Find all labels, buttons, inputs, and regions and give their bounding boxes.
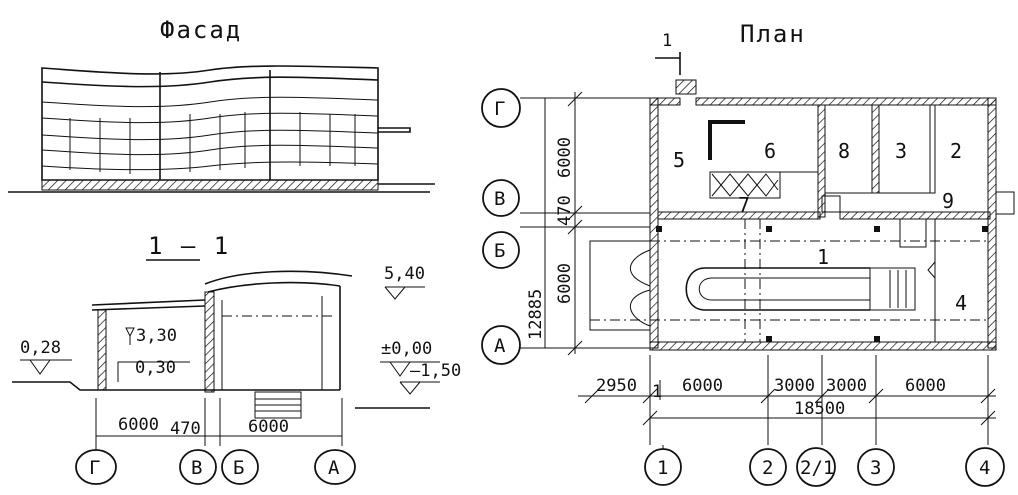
plan-axis-3: 3 <box>870 457 881 479</box>
room-label-5: 5 <box>673 148 685 172</box>
level-3-30: 3,30 <box>136 326 177 346</box>
plan-axis-a: А <box>494 335 506 357</box>
plan-axis-2: 2 <box>762 457 773 479</box>
level-0-30: 0,30 <box>135 358 176 378</box>
section-dim-6000-left: 6000 <box>118 415 159 435</box>
room-label-2: 2 <box>950 139 962 163</box>
facade-roof-line <box>41 76 379 88</box>
plan-axis-b: Б <box>494 240 505 262</box>
section-axis-v: В <box>191 457 202 479</box>
plan-dim-total: 18500 <box>794 399 845 419</box>
plan-axis-v: В <box>494 188 505 210</box>
room-label-3: 3 <box>895 139 907 163</box>
section-axis-b: Б <box>233 457 244 479</box>
plan-dim-3000-b: 3000 <box>826 376 867 396</box>
level-5-40: 5,40 <box>384 264 425 284</box>
room-label-9: 9 <box>942 189 954 213</box>
section-drawing: 1 – 1 5,40 3,30 0,30 0,28 ±0,00 <box>12 232 461 485</box>
plan-dim-6000-top: 6000 <box>555 137 575 178</box>
plan-dim-470: 470 <box>555 195 575 226</box>
plan-dim-6000-bottom: 6000 <box>555 263 575 304</box>
level-0-00: ±0,00 <box>381 339 432 359</box>
plan-axis-2-1: 2/1 <box>800 457 834 479</box>
facade-plinth <box>41 179 379 191</box>
level-minus-1-50: –1,50 <box>410 361 461 381</box>
plan-dim-12885: 12885 <box>526 289 546 340</box>
plan-dim-1: 1 <box>652 382 662 402</box>
room-label-4: 4 <box>955 291 967 315</box>
room-label-6: 6 <box>764 139 776 163</box>
section-axis-a: А <box>328 457 340 479</box>
section-dim-470: 470 <box>170 419 201 439</box>
plan-dim-3000-a: 3000 <box>774 376 815 396</box>
plan-dim-2950: 2950 <box>596 376 637 396</box>
room-label-8: 8 <box>838 139 850 163</box>
plan-dim-6000-b: 6000 <box>905 376 946 396</box>
level-0-28: 0,28 <box>20 338 61 358</box>
plan-axis-1: 1 <box>657 457 668 479</box>
facade-title: Фасад <box>160 16 242 44</box>
plan-drawing: План 1 <box>481 20 1015 487</box>
facade-drawing: Фасад <box>8 16 435 193</box>
facade-outline <box>41 65 379 181</box>
room-label-1: 1 <box>817 245 829 269</box>
section-dim-6000-right: 6000 <box>248 417 289 437</box>
plan-section-marker: 1 <box>662 31 672 51</box>
plan-axis-4: 4 <box>979 457 990 479</box>
plan-title: План <box>740 20 806 48</box>
section-axis-g: Г <box>89 457 100 479</box>
section-title: 1 – 1 <box>148 232 230 260</box>
room-label-7: 7 <box>738 193 750 217</box>
plan-dim-6000-a: 6000 <box>682 376 723 396</box>
plan-axis-g: Г <box>494 98 505 120</box>
